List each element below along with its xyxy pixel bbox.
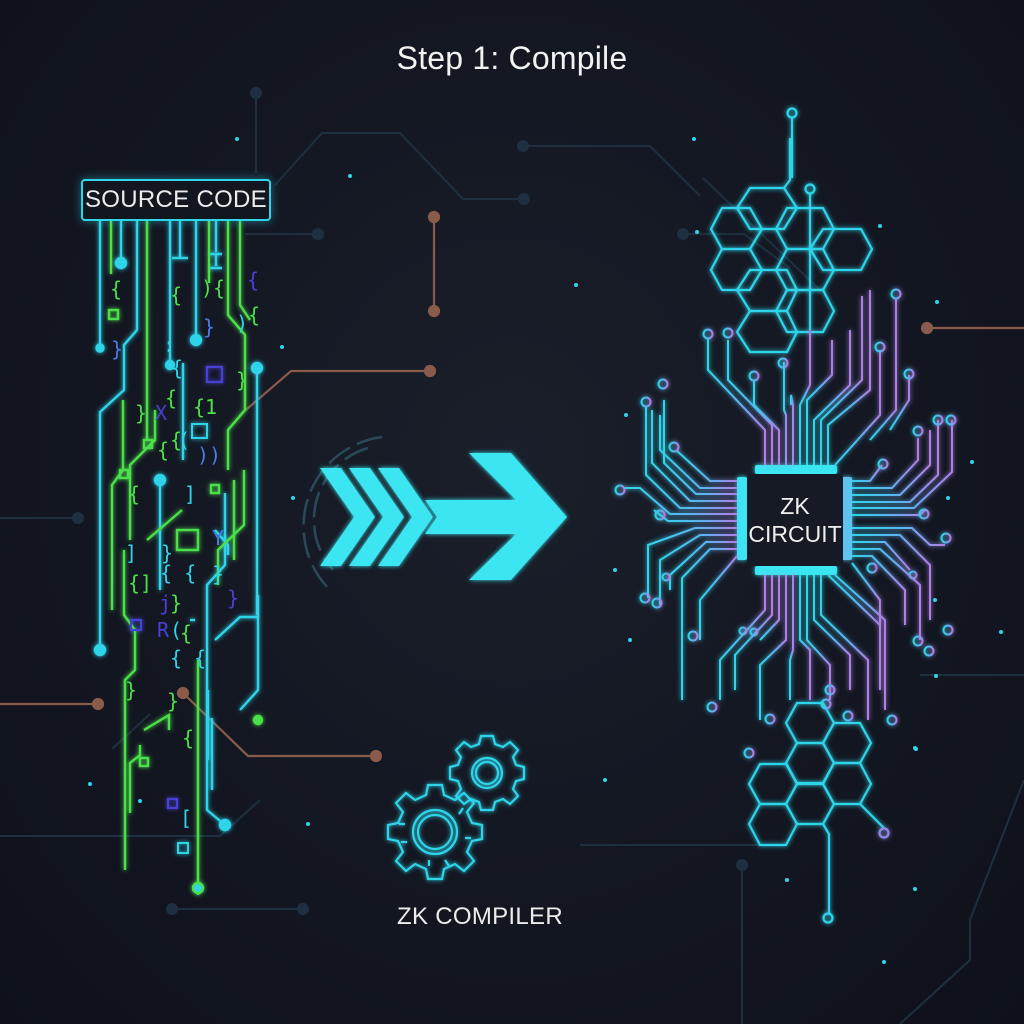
svg-text:}: } xyxy=(227,586,239,610)
svg-text:}: } xyxy=(135,401,147,425)
svg-text:){: ){ xyxy=(201,276,225,300)
svg-text:{: { xyxy=(128,482,140,506)
svg-text:{: { xyxy=(171,356,183,380)
svg-text:{: { xyxy=(110,277,122,301)
svg-text:}: } xyxy=(236,368,248,392)
svg-text:}: } xyxy=(111,337,123,361)
source-code-node: SOURCE CODE xyxy=(81,179,271,221)
svg-text::: : xyxy=(163,333,175,357)
svg-text:X: X xyxy=(155,401,167,425)
svg-text:{: { xyxy=(157,438,169,462)
svg-text:{ {: { { xyxy=(160,561,196,585)
gears-icon xyxy=(386,734,526,881)
svg-text:]: ] xyxy=(140,571,152,595)
svg-text:}: } xyxy=(167,689,179,713)
svg-text:{: { xyxy=(128,571,140,595)
svg-text:R: R xyxy=(157,618,170,642)
hex-cluster-top xyxy=(709,107,874,354)
zk-circuit-label-line2: CIRCUIT xyxy=(748,521,842,547)
svg-text:}: } xyxy=(212,562,224,586)
svg-text:{: { xyxy=(170,428,182,452)
svg-text:{: { xyxy=(170,283,182,307)
svg-text:{: { xyxy=(247,268,259,292)
svg-text:{: { xyxy=(165,386,177,410)
zk-compiler-label: ZK COMPILER xyxy=(397,903,563,930)
svg-text:{: { xyxy=(182,726,194,750)
svg-text:]: ] xyxy=(125,541,137,565)
background-traces xyxy=(0,87,1024,1024)
svg-text:(: ( xyxy=(170,618,182,642)
svg-text:}: } xyxy=(161,541,173,565)
code-stream-icon xyxy=(93,221,264,895)
svg-text:Y: Y xyxy=(212,526,224,550)
zk-circuit-node: ZK CIRCUIT xyxy=(747,474,843,566)
svg-text:}: } xyxy=(170,591,182,615)
code-glyphs: { { ){ { { } : } ) { } X { {1 } { { )) (… xyxy=(110,268,260,830)
svg-text:{1: {1 xyxy=(193,395,217,419)
svg-text:}: } xyxy=(125,678,137,702)
svg-text:{: { xyxy=(180,621,192,645)
svg-text:[: [ xyxy=(180,806,192,830)
svg-text:)): )) xyxy=(197,443,221,467)
svg-text:{ {: { { xyxy=(170,646,206,670)
svg-text:}: } xyxy=(203,315,215,339)
zk-circuit-label-line1: ZK xyxy=(780,493,810,519)
svg-text:(: ( xyxy=(178,428,190,452)
diagram-title: Step 1: Compile xyxy=(396,40,628,76)
scatter-dots xyxy=(88,137,1003,964)
arrow-icon xyxy=(302,435,567,591)
chip-icon xyxy=(614,250,957,759)
hex-cluster-bottom xyxy=(747,701,890,924)
source-code-label: SOURCE CODE xyxy=(85,186,267,213)
svg-text:{: { xyxy=(248,303,260,327)
svg-text:): ) xyxy=(236,311,248,335)
svg-text:]: ] xyxy=(184,482,196,506)
svg-text:j: j xyxy=(159,591,171,615)
